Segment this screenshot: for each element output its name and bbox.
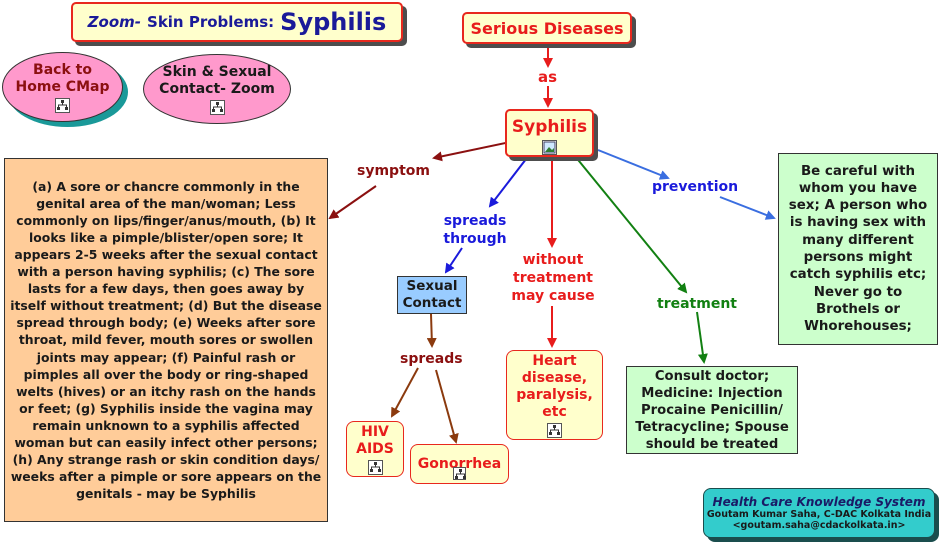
hiv-aids-label: HIV AIDS <box>356 423 394 457</box>
footer-credit: Health Care Knowledge System Goutam Kuma… <box>703 488 935 538</box>
arrow-contact-spreads <box>426 313 437 348</box>
back-home-label: Back to Home CMap <box>15 61 110 95</box>
cmap-resource-icon[interactable] <box>547 422 562 438</box>
arrow-spreads-hiv <box>391 367 419 418</box>
page-title: Syphilis <box>280 8 387 36</box>
zoom-link-button[interactable]: Skin & Sexual Contact- Zoom <box>143 54 291 124</box>
symptoms-text: (a) A sore or chancre commonly in the ge… <box>10 178 322 502</box>
zoom-link-label: Skin & Sexual Contact- Zoom <box>159 63 275 97</box>
sexual-contact-label: Sexual Contact <box>402 278 462 311</box>
footer-author: Goutam Kumar Saha, C-DAC Kolkata India <box>706 509 932 520</box>
node-symptoms-description[interactable]: (a) A sore or chancre commonly in the ge… <box>4 158 328 522</box>
arrow-spreads-contact <box>444 247 463 274</box>
node-syphilis[interactable]: Syphilis <box>505 109 594 157</box>
node-treatment-description[interactable]: Consult doctor; Medicine: Injection Proc… <box>626 366 798 454</box>
node-gonorrhea[interactable]: Gonorrhea <box>410 444 509 484</box>
syphilis-label: Syphilis <box>511 117 588 137</box>
arrow-symptom-box <box>328 185 377 220</box>
arrow-syphilis-prevention <box>597 149 670 180</box>
link-spreads-through: spreads through <box>443 213 507 247</box>
link-spreads: spreads <box>400 351 463 367</box>
arrow-prevention-box <box>719 196 776 220</box>
node-serious-diseases[interactable]: Serious Diseases <box>462 12 632 44</box>
link-symptom: symptom <box>357 163 430 179</box>
cmap-resource-icon[interactable] <box>209 99 225 115</box>
link-treatment: treatment <box>657 296 737 312</box>
node-prevention-description[interactable]: Be careful with whom you have sex; A per… <box>778 153 938 345</box>
cmap-resource-icon[interactable] <box>55 97 70 113</box>
arrow-syphilis-spreads <box>488 149 534 208</box>
cmap-resource-icon[interactable] <box>453 467 466 480</box>
footer-title: Health Care Knowledge System <box>712 495 926 509</box>
arrow-syphilis-symptom <box>432 141 511 162</box>
link-as: as <box>538 68 558 86</box>
node-hiv-aids[interactable]: HIV AIDS <box>346 421 404 477</box>
link-without-treatment: without treatment may cause <box>511 252 595 304</box>
back-home-button[interactable]: Back to Home CMap <box>2 52 123 122</box>
prevention-text: Be careful with whom you have sex; A per… <box>788 163 928 335</box>
arrow-spreads-gonorrhea <box>435 369 459 444</box>
title-prefix: Skin Problems: <box>147 13 275 31</box>
gonorrhea-label: Gonorrhea <box>417 456 502 472</box>
node-heart-disease[interactable]: Heart disease, paralysis, etc <box>506 350 603 440</box>
arrow-treatment-box <box>696 311 708 364</box>
title-zoom: Zoom- <box>87 13 142 31</box>
serious-diseases-label: Serious Diseases <box>470 18 624 38</box>
cmap-resource-icon[interactable] <box>367 459 383 475</box>
heart-disease-label: Heart disease, paralysis, etc <box>516 352 593 420</box>
footer-email: <goutam.saha@cdackolkata.in> <box>732 520 906 531</box>
title-box: Zoom- Skin Problems: Syphilis <box>71 2 403 42</box>
treatment-text: Consult doctor; Medicine: Injection Proc… <box>635 368 789 452</box>
arrow-syphilis-treatment <box>569 149 688 294</box>
link-prevention: prevention <box>652 179 739 195</box>
image-resource-icon[interactable] <box>542 140 557 155</box>
node-sexual-contact[interactable]: Sexual Contact <box>397 276 467 314</box>
